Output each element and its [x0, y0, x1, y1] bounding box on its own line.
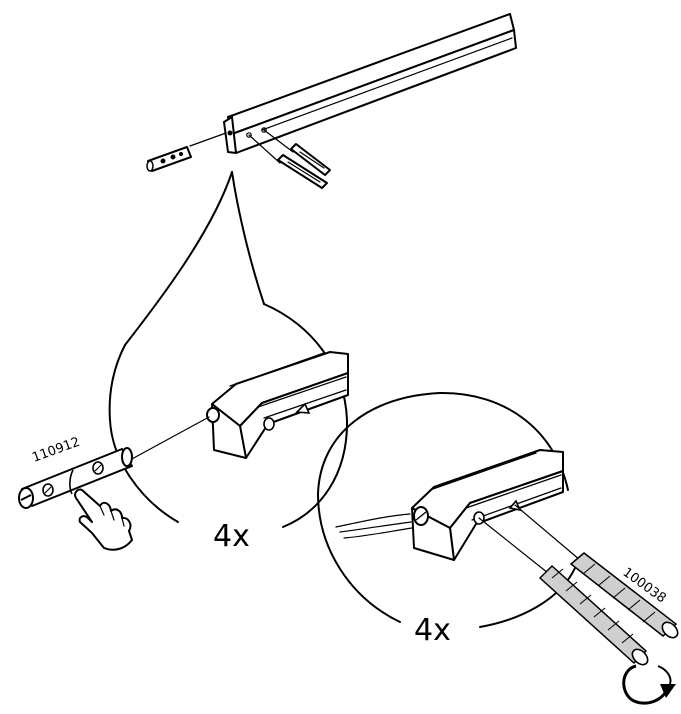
overview-threaded-rods: [248, 129, 331, 189]
detail-rail-end-right: [411, 449, 564, 561]
pointing-hand-icon: [74, 488, 133, 551]
detail-magnifier-right: [317, 391, 576, 628]
connector-bolt-110912: [18, 416, 210, 509]
quantity-label-left: 4x: [213, 519, 250, 554]
quantity-label-right: 4x: [414, 613, 451, 648]
part-number-label-left: 110912: [30, 435, 82, 466]
overview-rail: [223, 13, 517, 154]
detail-rail-end-left: [206, 351, 349, 459]
wood-dowel-tip: [335, 513, 413, 539]
rotate-clockwise-icon: [622, 664, 676, 705]
threaded-rods-100038: [478, 504, 679, 666]
overview-connector-bolt: [146, 132, 227, 172]
detail-magnifier-left: [108, 171, 349, 528]
slot-icon: [42, 461, 104, 497]
